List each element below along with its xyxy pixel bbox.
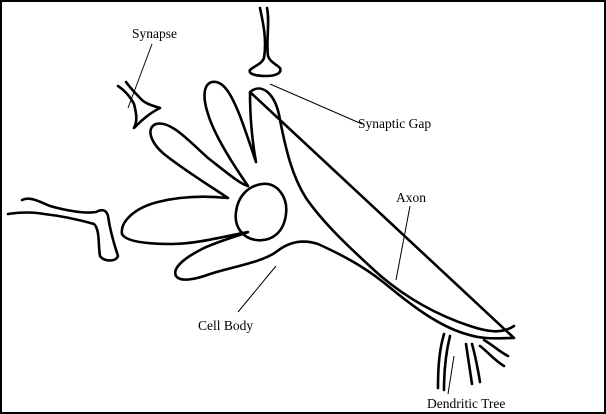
cell-body-leader	[238, 266, 276, 312]
left-dendrite	[8, 199, 118, 261]
axon-leader	[396, 206, 410, 280]
dendritic-branch-3	[480, 340, 508, 366]
synaptic-gap-label: Synaptic Gap	[358, 116, 431, 131]
cell-body-label: Cell Body	[198, 318, 253, 333]
axon-label: Axon	[396, 190, 426, 205]
dendritic-branch-1	[438, 334, 450, 390]
top-synapse-terminal	[250, 8, 281, 76]
dendritic-tree-label: Dendritic Tree	[427, 396, 505, 411]
dendritic-tree-leader	[448, 356, 454, 394]
synaptic-gap-leader	[270, 84, 362, 124]
neuron-cell-outline	[122, 82, 514, 338]
synapse-label: Synapse	[132, 26, 177, 41]
left-synapse-terminal	[118, 82, 160, 128]
dendritic-branch-2	[466, 344, 480, 384]
